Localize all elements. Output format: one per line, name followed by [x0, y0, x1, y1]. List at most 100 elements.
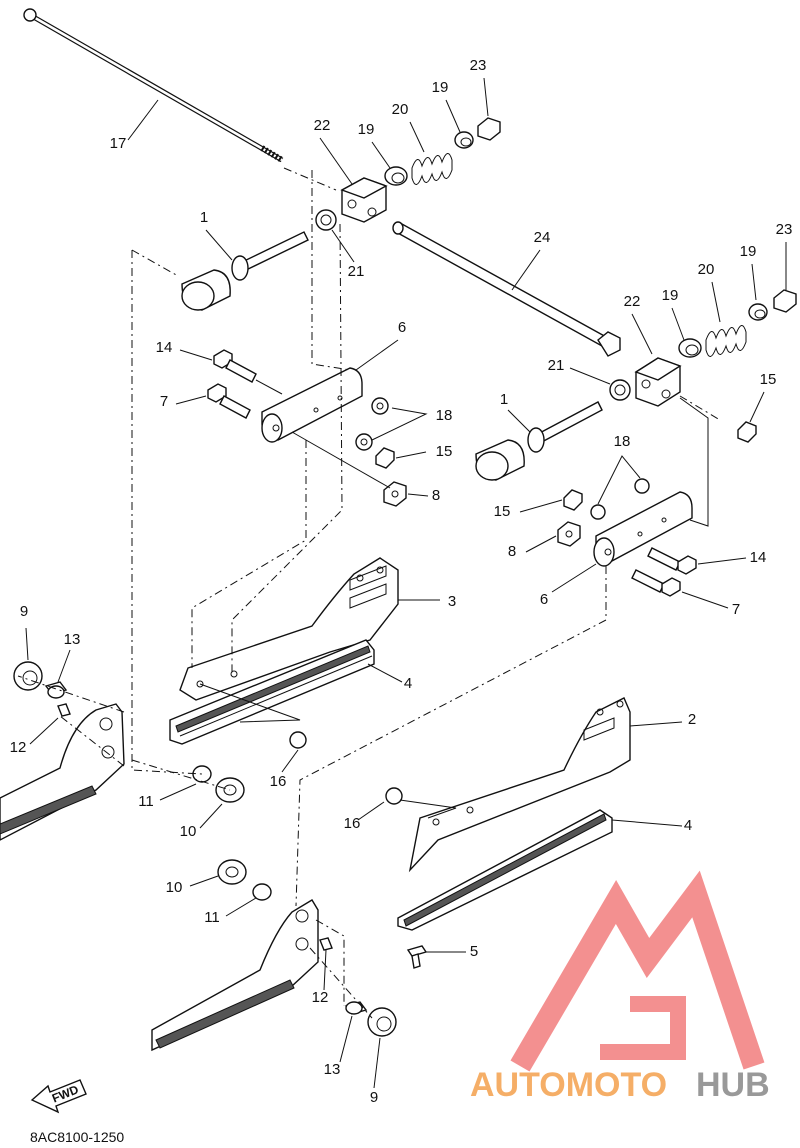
pin-12b — [319, 937, 333, 951]
washer-18d — [634, 478, 650, 494]
nut-cap-9a — [13, 661, 43, 691]
pin-12a — [57, 703, 71, 717]
callout-c21a: 21 — [348, 263, 365, 280]
callout-c1a: 1 — [200, 209, 208, 226]
logo-text-hub: HUB — [696, 1066, 770, 1104]
callout-c11b: 11 — [204, 909, 220, 926]
callout-c21b: 21 — [548, 357, 565, 374]
callout-c22a: 22 — [314, 117, 331, 134]
collar-19a — [384, 166, 408, 186]
collar-19d — [748, 303, 768, 321]
rod-17 — [23, 8, 284, 163]
washer-18a — [371, 397, 389, 415]
callout-c20b: 20 — [698, 261, 715, 278]
callout-c18a: 18 — [436, 407, 453, 424]
washer-18c — [590, 504, 606, 520]
bolt-14a — [213, 349, 257, 383]
callout-c14a: 14 — [156, 339, 173, 356]
callout-c23a: 23 — [470, 57, 487, 74]
callout-c5: 5 — [470, 943, 478, 960]
nut-23b — [773, 289, 797, 313]
callout-c16a: 16 — [270, 773, 287, 790]
pivot-shaft-1a — [181, 231, 309, 311]
nut-15b — [375, 447, 395, 469]
callout-c20a: 20 — [392, 101, 409, 118]
callout-c17: 17 — [110, 135, 127, 152]
collar-19c — [678, 338, 702, 358]
callout-c6a: 6 — [398, 319, 406, 336]
seat-rail-2 — [408, 697, 631, 873]
nut-8a — [383, 481, 407, 507]
frame-left-lower — [151, 899, 319, 1052]
automotohub-logo: AUTOMOTO HUB — [470, 870, 770, 1104]
callout-c10a: 10 — [180, 823, 197, 840]
callout-c13b: 13 — [324, 1061, 341, 1078]
callout-c4a: 4 — [404, 675, 412, 692]
bolt-7a — [207, 383, 251, 419]
callout-c12b: 12 — [312, 989, 329, 1006]
callout-c19b: 19 — [432, 79, 449, 96]
callout-c9a: 9 — [20, 603, 28, 620]
diagram-code: 8AC8100-1250 — [30, 1129, 124, 1145]
callout-c19a: 19 — [358, 121, 375, 138]
collar-13b — [344, 1001, 368, 1015]
slide-rail-4b — [397, 809, 613, 931]
callout-c7a: 7 — [160, 393, 168, 410]
nut-15c — [563, 489, 583, 511]
arm-6b — [593, 491, 693, 567]
frame-left-upper — [0, 703, 125, 841]
bolt-14b — [647, 547, 697, 575]
callout-c18b: 18 — [614, 433, 631, 450]
callout-c8a: 8 — [432, 487, 440, 504]
seat-rail-3 — [179, 557, 399, 701]
callout-c3: 3 — [448, 593, 456, 610]
callout-c13a: 13 — [64, 631, 81, 648]
washer-18b — [355, 433, 373, 451]
bushing-21b — [609, 379, 631, 401]
bolt-7b — [631, 569, 681, 597]
collar-11b — [252, 883, 272, 901]
callout-c6b: 6 — [540, 591, 548, 608]
callout-c2: 2 — [688, 711, 696, 728]
logo-mark — [510, 870, 765, 1072]
callout-c15b: 15 — [436, 443, 453, 460]
washer-10b — [217, 859, 247, 885]
nut-15a — [737, 421, 757, 443]
callout-c9b: 9 — [370, 1089, 378, 1106]
callout-c8b: 8 — [508, 543, 516, 560]
screw-5 — [406, 945, 428, 969]
leader-17 — [127, 99, 159, 141]
collar-19b — [454, 131, 474, 149]
callout-c19c: 19 — [740, 243, 757, 260]
callout-c1b: 1 — [500, 391, 508, 408]
arm-6a — [261, 367, 363, 443]
callout-c15a: 15 — [760, 371, 777, 388]
nut-8b — [557, 521, 581, 547]
slide-rail-4a — [169, 639, 375, 745]
callout-c11a: 11 — [138, 793, 154, 810]
pivot-shaft-1b — [475, 401, 603, 481]
spring-20a — [411, 153, 453, 185]
collar-13a — [44, 681, 68, 699]
callout-c14b: 14 — [750, 549, 767, 566]
nut-cap-9b — [367, 1007, 397, 1037]
callout-c4b: 4 — [684, 817, 692, 834]
callout-c16b: 16 — [344, 815, 361, 832]
callout-c10b: 10 — [166, 879, 183, 896]
callout-c7b: 7 — [732, 601, 740, 618]
callout-c15c: 15 — [494, 503, 511, 520]
rod-24 — [392, 221, 621, 357]
callout-c19d: 19 — [662, 287, 679, 304]
block-22a — [340, 177, 388, 223]
callout-c12a: 12 — [10, 739, 27, 756]
callout-c23b: 23 — [776, 221, 793, 238]
nut-23a — [477, 117, 501, 141]
block-22b — [634, 357, 682, 407]
collar-16b — [385, 787, 403, 805]
logo-text-automoto: AUTOMOTO — [470, 1066, 667, 1104]
logo-mark-inner — [600, 996, 686, 1060]
collar-11a — [192, 765, 212, 783]
collar-16a — [289, 731, 307, 749]
